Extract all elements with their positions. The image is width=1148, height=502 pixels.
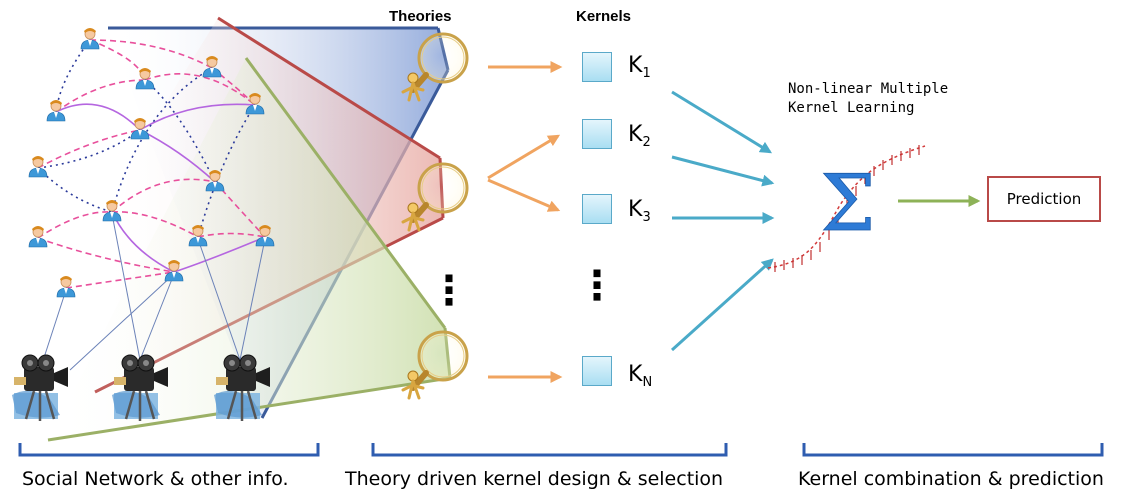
kernel-label-1: K1 (628, 53, 651, 81)
mkl-label-line1: Non-linear Multiple (788, 81, 949, 97)
movie-camera-icon (10, 353, 70, 423)
prediction-label: Prediction (1006, 190, 1082, 208)
person-icon (102, 199, 122, 222)
person-icon (56, 275, 76, 298)
caption-social-network: Social Network & other info. (22, 468, 289, 490)
theory-ellipsis: ⋮ (429, 268, 469, 314)
kernels-header: Kernels (576, 8, 632, 25)
caption-kernel-design: Theory driven kernel design & selection (345, 468, 724, 490)
theory-to-kernel-arrows (487, 61, 563, 383)
kernel-box-2 (582, 119, 612, 149)
kernel-label-2: K2 (628, 122, 651, 150)
prediction-box: Prediction (987, 176, 1101, 222)
mkl-label-line2: Kernel Learning (788, 100, 915, 116)
kernel-label-3: K3 (628, 197, 651, 225)
person-icon (80, 27, 100, 50)
person-icon (28, 225, 48, 248)
person-icon (46, 99, 66, 122)
section-brackets (18, 443, 1104, 457)
movie-cameras (10, 353, 272, 423)
caption-kernel-combination: Kernel combination & prediction (798, 468, 1104, 490)
theories-header: Theories (389, 8, 452, 25)
kernel-ellipsis: ⋮ (577, 263, 617, 309)
kernel-box-3 (582, 194, 612, 224)
kernel-box-n (582, 356, 612, 386)
sum-symbol: Σ (820, 159, 875, 249)
kernel-to-sum-arrows (670, 90, 775, 352)
nonlinear-curve (767, 145, 926, 272)
mkl-label: Non-linear Multiple Kernel Learning (788, 80, 948, 118)
kernel-label-n: KN (628, 362, 653, 390)
kernel-box-1 (582, 52, 612, 82)
